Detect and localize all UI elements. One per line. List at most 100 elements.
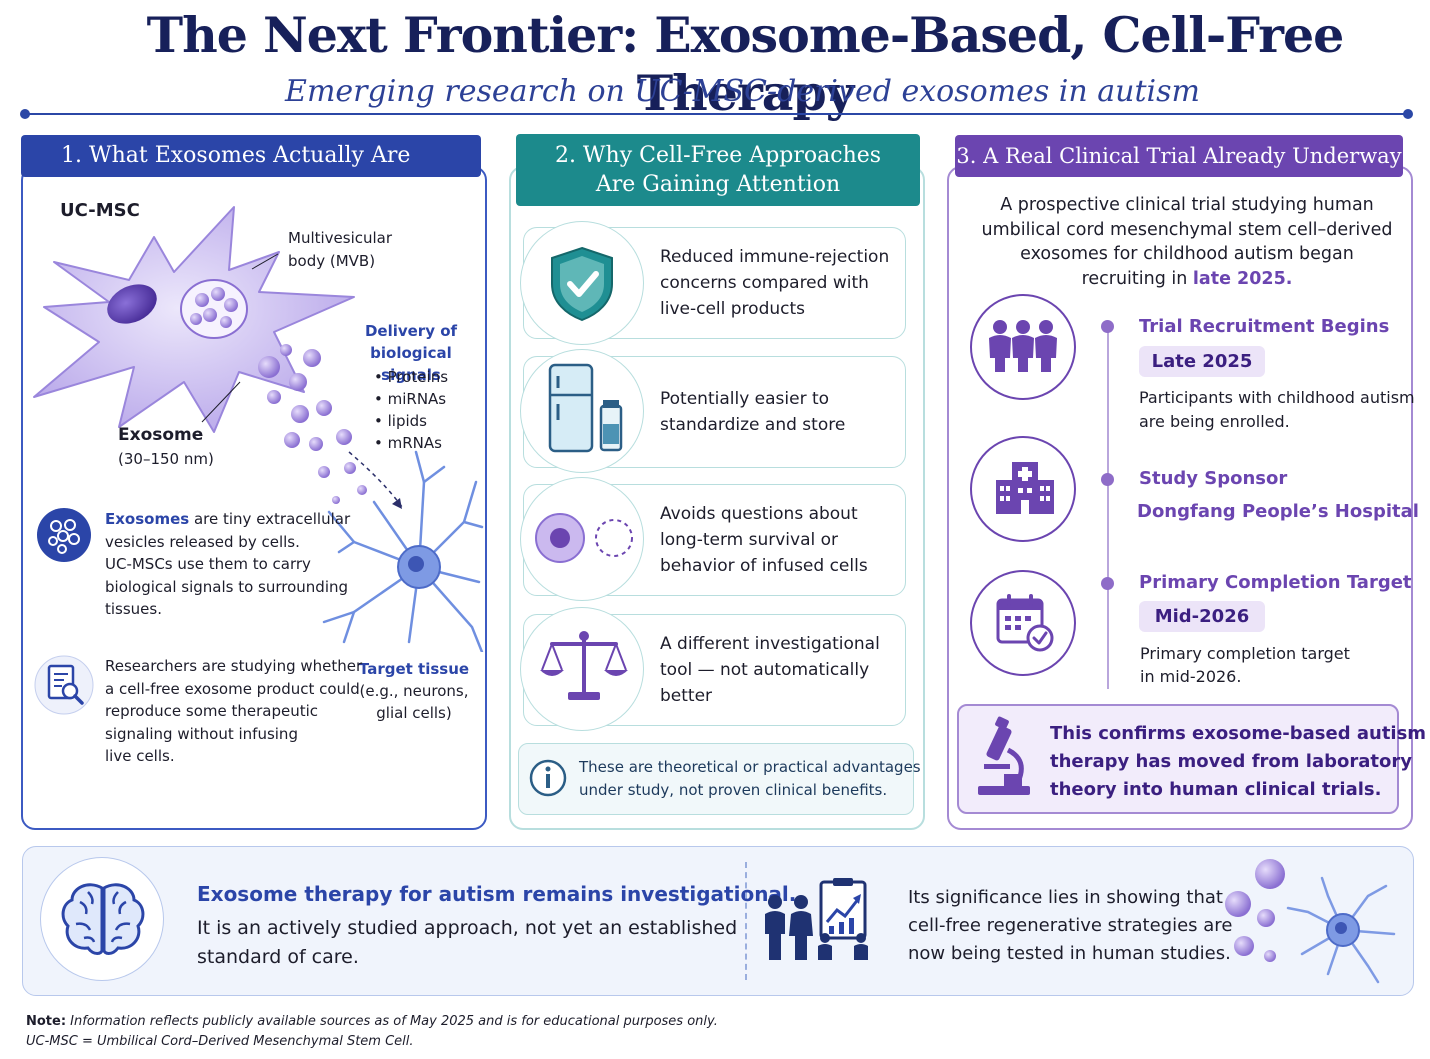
confirm-line: theory into human clinical trials.	[1050, 779, 1382, 800]
card-line: Reduced immune-rejection	[660, 247, 890, 267]
desc1-line: tissues.	[105, 600, 162, 618]
desc2-line: a cell-free exosome product could	[105, 679, 360, 698]
panel2-heading-line1: 2. Why Cell-Free Approaches	[554, 143, 882, 168]
desc2-line: reproduce some therapeutic	[105, 702, 319, 720]
milestone-title-sponsor: Study Sponsor	[1139, 468, 1288, 489]
signal-item: • mRNAs	[374, 434, 442, 452]
delivery-line2: biological signals	[370, 344, 452, 384]
signal-item: • Proteins	[374, 368, 449, 386]
intro-line: recruiting in	[1081, 268, 1193, 289]
delivery-label: Delivery of biological signals	[346, 320, 476, 386]
exosomes-term: Exosomes	[105, 510, 190, 528]
signal-item: • lipids	[374, 412, 427, 430]
intro-line: A prospective clinical trial studying hu…	[1000, 195, 1374, 215]
milestone-title-completion: Primary Completion Target	[1139, 572, 1412, 593]
exosome-label: Exosome (30–150 nm)	[118, 423, 214, 471]
target-tissue-title: Target tissue	[358, 660, 470, 678]
panel1-heading: 1. What Exosomes Actually Are	[21, 135, 481, 177]
bottom-line: It is an actively studied approach, not …	[197, 917, 738, 939]
desc2-line: Researchers are studying whether	[105, 657, 363, 675]
milestone-pill-late-2025: Late 2025	[1139, 346, 1265, 377]
mvb-label-line2: body (MVB)	[288, 252, 376, 270]
balance-scale-icon	[540, 631, 628, 700]
card-line: Potentially easier to	[660, 389, 830, 409]
panel2-heading: 2. Why Cell-Free Approaches Are Gaining …	[516, 134, 920, 206]
milestone-desc-recruitment: Participants with childhood autism are b…	[1139, 386, 1415, 434]
info-note-text: These are theoretical or practical advan…	[579, 756, 921, 802]
target-tissue-line1: (e.g., neurons,	[359, 682, 469, 700]
milestone-desc-line: in mid-2026.	[1140, 667, 1242, 686]
sponsor-name: Dongfang People’s Hospital	[1137, 501, 1419, 522]
milestone-desc-line: Primary completion target	[1140, 644, 1350, 663]
summary-banner	[22, 846, 1414, 996]
card-line: Avoids questions about	[660, 504, 858, 524]
intro-line: exosomes for childhood autism began	[1020, 244, 1354, 264]
milestone-desc-line: are being enrolled.	[1139, 412, 1290, 431]
milestone-desc-line: Participants with childhood autism	[1139, 388, 1415, 407]
significance-line: cell-free regenerative strategies are	[908, 915, 1233, 936]
hospital-building-icon	[996, 462, 1054, 514]
significance-line: now being tested in human studies.	[908, 943, 1231, 964]
desc2-line: signaling without infusing	[105, 724, 298, 743]
info-icon	[529, 759, 567, 797]
divider-dot-left	[20, 109, 30, 119]
card-line: A different investigational	[660, 634, 880, 654]
trial-intro: A prospective clinical trial studying hu…	[958, 193, 1416, 291]
mvb-label: Multivesicular body (MVB)	[288, 227, 392, 273]
signal-list: • Proteins • miRNAs • lipids • mRNAs	[374, 366, 448, 454]
page-subtitle: Emerging research on UC-MSC-derived exos…	[285, 74, 1200, 109]
footer-note: Note: Information reflects publicly avai…	[26, 1014, 718, 1029]
exosomes-neuron-icon	[1225, 859, 1396, 984]
note-label: Note:	[26, 1014, 67, 1029]
target-tissue-label: Target tissue (e.g., neurons, glial cell…	[352, 658, 476, 724]
card-line: long-term survival or	[660, 530, 839, 550]
timeline-dot	[1101, 577, 1114, 590]
banner-divider	[745, 862, 747, 980]
timeline-line	[1107, 324, 1109, 689]
microscope-icon	[978, 716, 1030, 795]
desc2-line: live cells.	[105, 747, 175, 765]
exosome-size: (30–150 nm)	[118, 450, 214, 468]
timeline-dot	[1101, 320, 1114, 333]
exosome-release-illustration	[33, 206, 484, 652]
delivery-line1: Delivery of	[364, 322, 458, 340]
investigational-headline: Exosome therapy for autism remains inves…	[197, 882, 797, 906]
calendar-check-icon	[996, 594, 1054, 652]
desc1-rest: are tiny extracellular	[189, 510, 351, 528]
milestone-title-recruitment: Trial Recruitment Begins	[1139, 316, 1390, 337]
card-line: standardize and store	[660, 415, 846, 435]
card-line: better	[660, 686, 713, 706]
card-line: behavior of infused cells	[660, 556, 868, 576]
research-description: Researchers are studying whether a cell-…	[105, 655, 362, 768]
milestone-pill-mid-2026: Mid-2026	[1139, 601, 1265, 632]
refrigerator-vial-icon	[548, 363, 623, 453]
page-title: The Next Frontier: Exosome-Based, Cell-F…	[146, 6, 1345, 122]
significance-text: Its significance lies in showing that ce…	[908, 884, 1232, 968]
panel3-heading: 3. A Real Clinical Trial Already Underwa…	[955, 135, 1403, 177]
header-divider	[24, 113, 1408, 115]
cell-nucleus	[107, 284, 157, 324]
shield-check-icon	[551, 246, 613, 322]
info-note-box	[518, 743, 914, 815]
confirm-line: therapy has moved from laboratory	[1050, 751, 1412, 772]
exosome-description: Exosomes are tiny extracellular vesicles…	[105, 508, 350, 621]
brain-icon	[61, 883, 145, 955]
footer-abbreviation: UC-MSC = Umbilical Cord–Derived Mesenchy…	[26, 1034, 414, 1049]
cell-vs-empty-icon	[535, 513, 633, 563]
desc1-line: UC-MSCs use them to carry	[105, 555, 311, 573]
confirmation-box	[957, 704, 1399, 814]
desc1-line: biological signals to surrounding	[105, 577, 349, 596]
desc1-line: vesicles released by cells.	[105, 532, 300, 551]
info-line: These are theoretical or practical advan…	[579, 758, 921, 776]
exosome-label-name: Exosome	[118, 425, 204, 445]
family-chart-icon	[765, 878, 868, 960]
note-text: Information reflects publicly available …	[66, 1014, 718, 1029]
card-line: tool — not automatically	[660, 660, 870, 680]
card-line: live-cell products	[660, 299, 805, 319]
confirmation-text: This confirms exosome-based autism thera…	[1050, 720, 1426, 804]
released-exosomes	[258, 344, 367, 504]
vesicles-icon	[37, 508, 91, 562]
divider-dot-right	[1403, 109, 1413, 119]
milestone-desc-completion: Primary completion target in mid-2026.	[1140, 642, 1350, 688]
bottom-line: standard of care.	[197, 946, 359, 968]
